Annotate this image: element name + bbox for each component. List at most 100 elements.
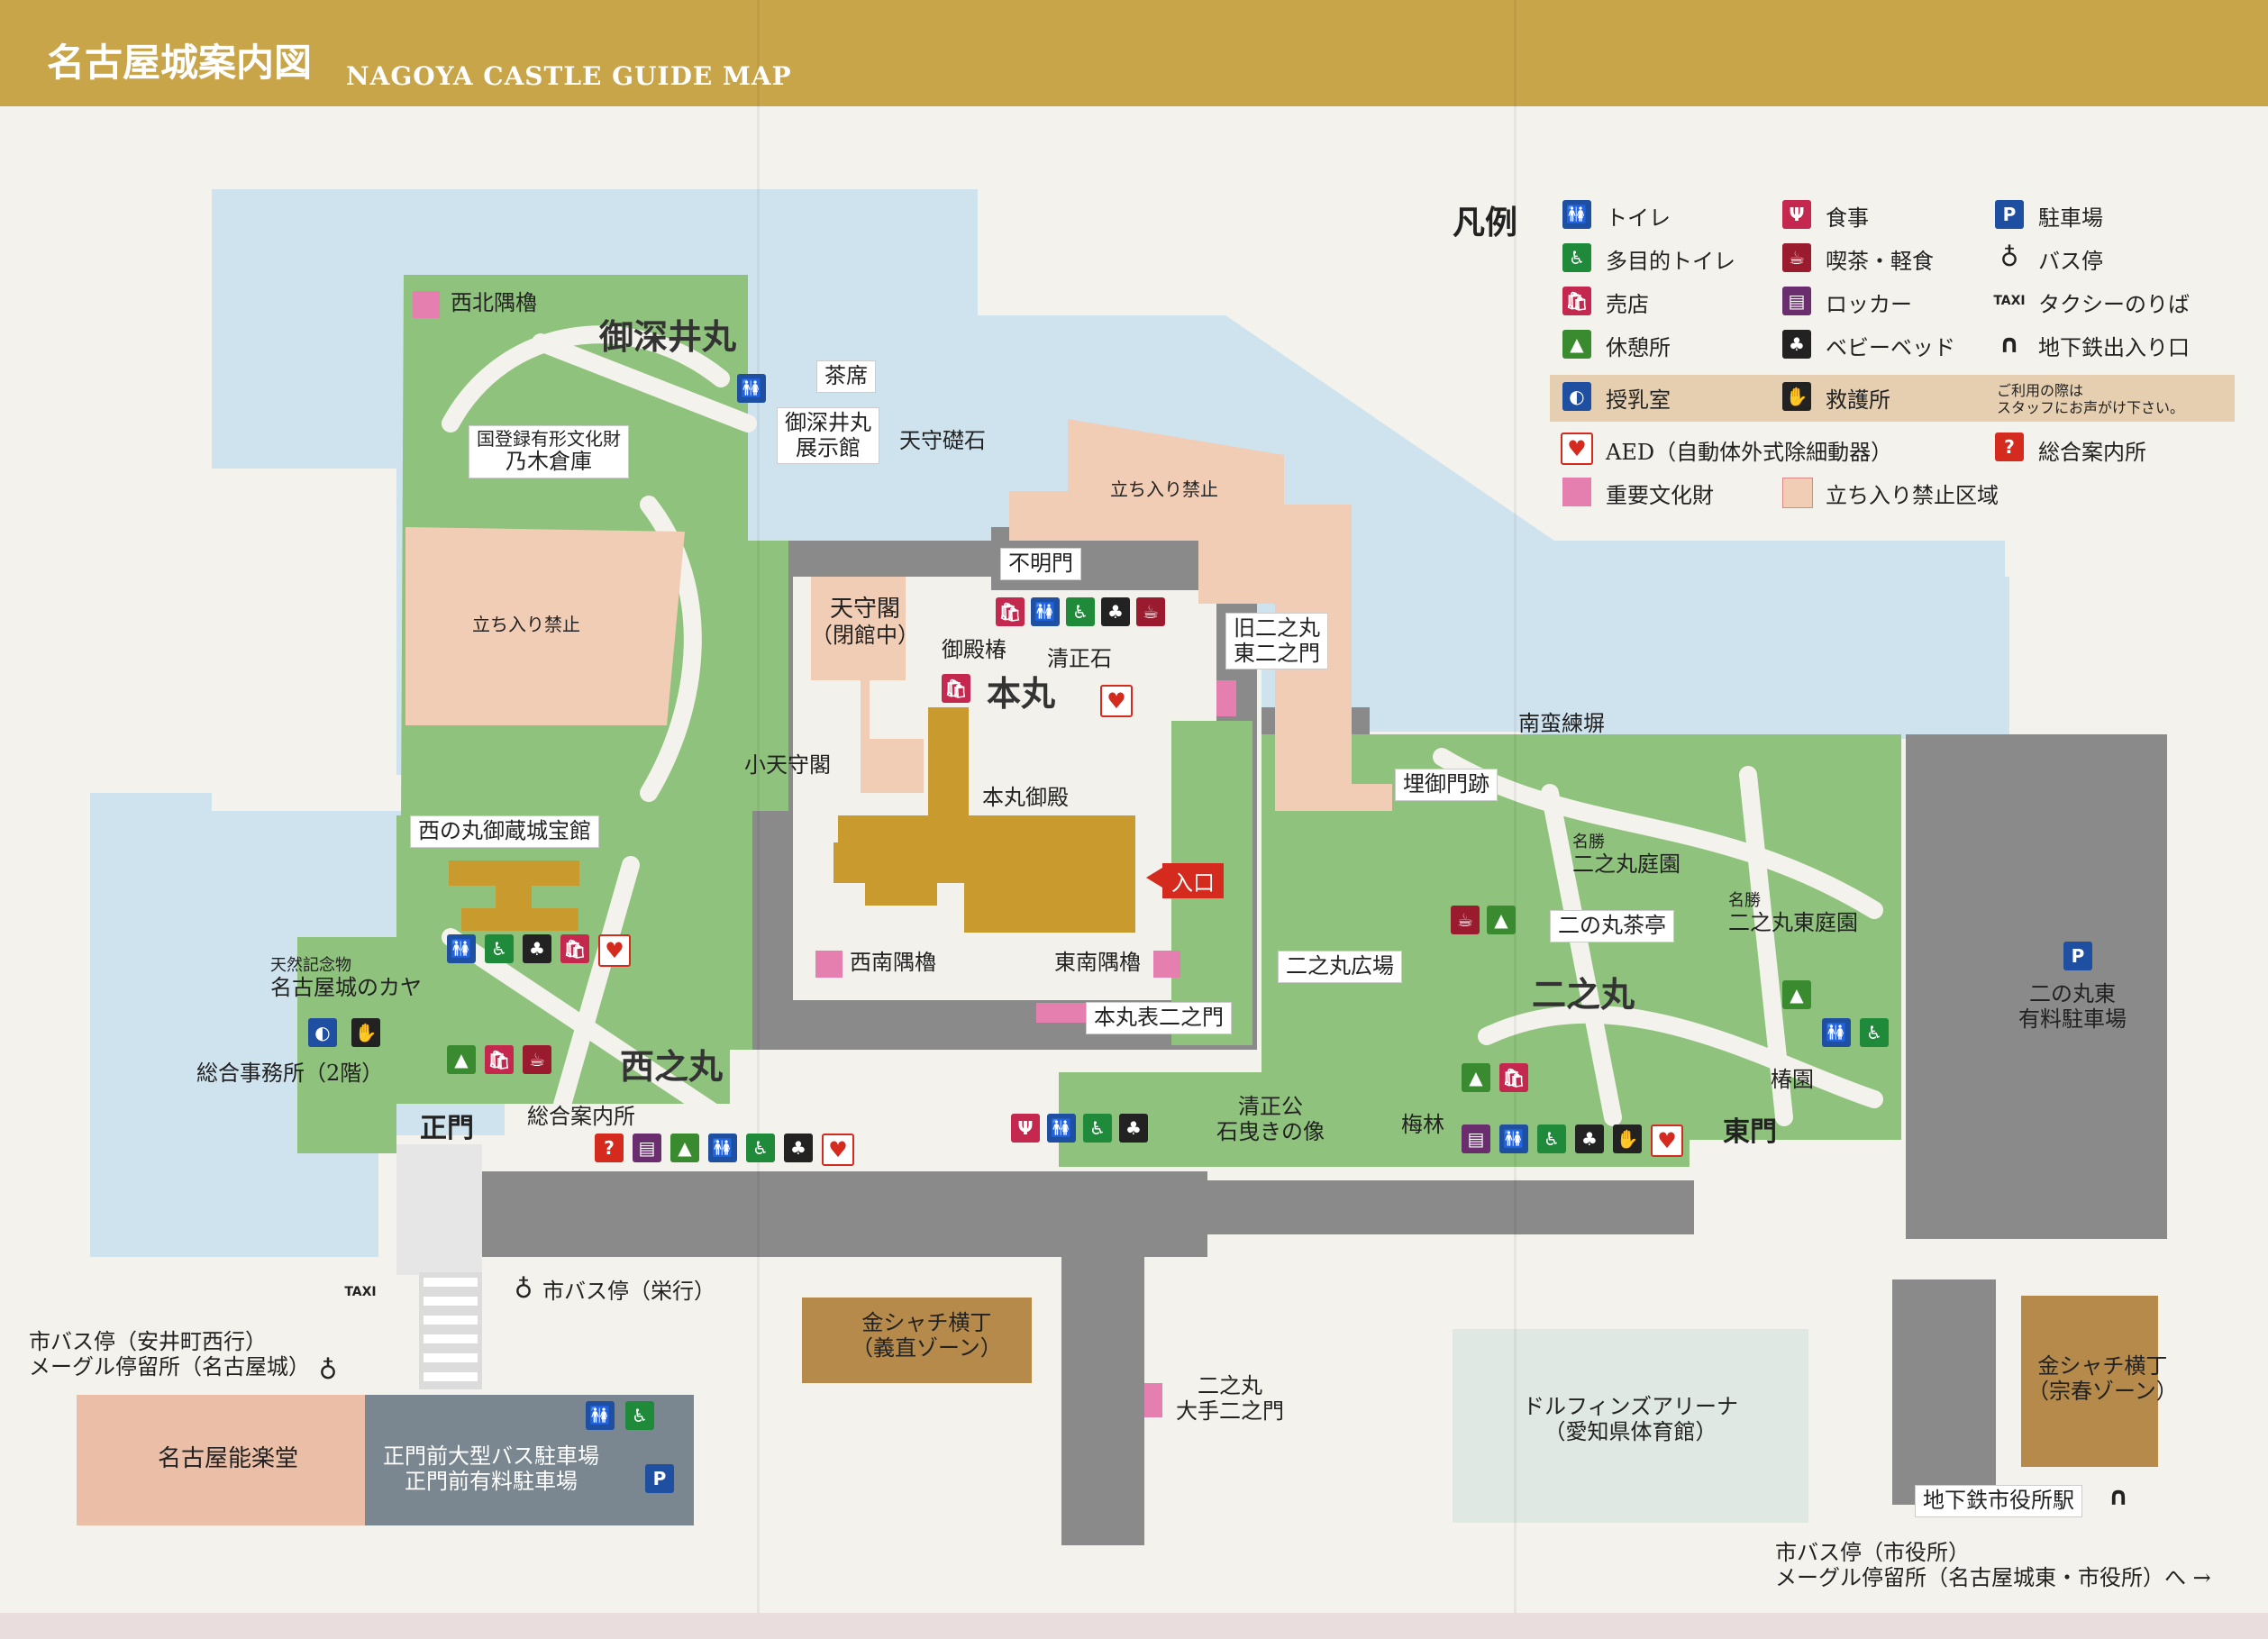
honmaru-palace bbox=[833, 707, 1135, 933]
label-honmaru-omote-ninomon: 本丸表二之門 bbox=[1086, 1002, 1232, 1034]
cup-icon: ☕ bbox=[1136, 597, 1165, 626]
label-line: 金シャチ横丁 bbox=[2037, 1353, 2168, 1379]
legend-taxi: タクシーのりば bbox=[2038, 292, 2190, 317]
label-ninomaru-east-parking: 二の丸東 有料駐車場 bbox=[2018, 981, 2127, 1032]
cup-icon: ☕ bbox=[523, 1045, 551, 1074]
label-line: 旧二之丸 bbox=[1234, 615, 1320, 641]
museum-top bbox=[449, 860, 579, 886]
wheelchair-icon: ♿ bbox=[1537, 1125, 1566, 1153]
legend-cultural: 重要文化財 bbox=[1606, 483, 1714, 508]
heart-icon: ♥ bbox=[1651, 1125, 1683, 1157]
baby-bed-icon: ♣ bbox=[1782, 330, 1811, 359]
shopping-bag-icon: 🛍 bbox=[1499, 1063, 1528, 1092]
path-nino-4 bbox=[1739, 766, 1793, 1126]
block-seimon bbox=[396, 1144, 482, 1275]
baby-bed-icon: ♣ bbox=[1101, 597, 1130, 626]
toilet-icon: 🚻 bbox=[447, 934, 476, 963]
moat-east-strip bbox=[1523, 577, 2009, 739]
label-kotenshu: 小天守閣 bbox=[744, 752, 831, 778]
baby-bottle-icon: ◐ bbox=[1562, 382, 1591, 411]
palace-east bbox=[964, 847, 1135, 933]
parking-icon: P bbox=[2063, 942, 2092, 970]
ote-road bbox=[1061, 1257, 1144, 1545]
locker-icon: ▤ bbox=[633, 1134, 661, 1162]
fold-line bbox=[1514, 0, 1517, 1613]
label-restricted-2: 立ち入り禁止 bbox=[1110, 478, 1218, 500]
crosswalk-stripe bbox=[424, 1316, 478, 1325]
label-nogi-souko: 国登録有形文化財 乃木倉庫 bbox=[469, 425, 629, 478]
locker-icon: ▤ bbox=[1462, 1125, 1490, 1153]
label-line: 二之丸庭園 bbox=[1572, 851, 1681, 877]
label-uzumi-gomon: 埋御門跡 bbox=[1395, 769, 1498, 801]
heart-icon: ♥ bbox=[1100, 685, 1133, 717]
parking-icon: P bbox=[645, 1464, 674, 1493]
label-seihoku-sumiyagura: 西北隅櫓 bbox=[451, 290, 537, 315]
restricted-north bbox=[1009, 419, 1392, 811]
label-line: 清正公 bbox=[1238, 1094, 1303, 1119]
taxi-icon: TAXI bbox=[1993, 294, 2026, 308]
legend-title: 凡例 bbox=[1453, 204, 1518, 241]
label-line: メーグル停留所（名古屋城東・市役所）へ → bbox=[1775, 1564, 2211, 1590]
legend-food: 食事 bbox=[1826, 205, 1869, 231]
label-line: （閉館中） bbox=[811, 622, 919, 648]
label-line: 正門前大型バス駐車場 bbox=[383, 1443, 599, 1469]
label-kinshachi-sosun: 金シャチ横丁 （宗春ゾーン） bbox=[2027, 1353, 2178, 1404]
cultural-swatch bbox=[1562, 478, 1591, 506]
marker-omote bbox=[1036, 1003, 1086, 1023]
wheelchair-icon: ♿ bbox=[1860, 1018, 1889, 1047]
locker-icon: ▤ bbox=[1782, 287, 1811, 315]
legend-cafe: 喫茶・軽食 bbox=[1826, 249, 1934, 274]
fold-line bbox=[757, 0, 760, 1613]
label-seimon-parking: 正門前大型バス駐車場 正門前有料駐車場 bbox=[383, 1443, 599, 1494]
wheelchair-icon: ♿ bbox=[1083, 1114, 1112, 1143]
label-ninomaru-chatei: 二の丸茶亭 bbox=[1550, 910, 1674, 942]
baby-bed-icon: ♣ bbox=[1119, 1114, 1148, 1143]
label-kiyomasa-statue: 清正公 石曳きの像 bbox=[1216, 1094, 1325, 1144]
label-ninomaru-hiroba: 二之丸広場 bbox=[1278, 951, 1402, 983]
crosswalk-band bbox=[419, 1272, 482, 1389]
shopping-bag-icon: 🛍 bbox=[996, 597, 1025, 626]
label-ninomaru-ote: 二之丸 大手二之門 bbox=[1176, 1373, 1284, 1424]
marker-kyu bbox=[1216, 680, 1236, 716]
baby-bed-icon: ♣ bbox=[1575, 1125, 1604, 1153]
shopping-bag-icon: 🛍 bbox=[485, 1045, 514, 1074]
subway-icon: ∩ bbox=[1999, 329, 2020, 359]
label-line: （愛知県体育館） bbox=[1544, 1418, 1717, 1444]
label-line: 大手二之門 bbox=[1176, 1398, 1284, 1424]
cup-icon: ☕ bbox=[1782, 243, 1811, 272]
palace-west-wing bbox=[865, 879, 937, 906]
label-ninomaru-garden: 名勝 二之丸庭園 bbox=[1572, 833, 1681, 877]
baby-bed-icon: ♣ bbox=[784, 1134, 813, 1162]
marker-ote bbox=[1144, 1383, 1162, 1417]
label-line: 有料駐車場 bbox=[2018, 1006, 2127, 1032]
toilet-icon: 🚻 bbox=[708, 1134, 737, 1162]
entrance-arrow-icon bbox=[1146, 868, 1162, 888]
label-line: 二之丸 bbox=[1198, 1373, 1262, 1398]
south-road bbox=[469, 1171, 1207, 1257]
label-tenshukaku: 天守閣 （閉館中） bbox=[811, 596, 919, 648]
fork-knife-icon: Ψ bbox=[1011, 1114, 1040, 1143]
label-restricted-1: 立ち入り禁止 bbox=[472, 614, 580, 635]
wheelchair-icon: ♿ bbox=[1562, 243, 1591, 272]
label-kiyomasa-ishi: 清正石 bbox=[1047, 646, 1112, 671]
crosswalk-stripe bbox=[424, 1372, 478, 1381]
label-honmaru-goten: 本丸御殿 bbox=[982, 785, 1069, 810]
shopping-bag-icon: 🛍 bbox=[560, 934, 589, 963]
legend-parking: 駐車場 bbox=[2038, 205, 2103, 231]
label-kyu-ninomaru: 旧二之丸 東二之門 bbox=[1225, 613, 1328, 670]
marker-seihoku bbox=[413, 291, 440, 318]
cup-icon: ☕ bbox=[1451, 906, 1480, 934]
marker-tonan bbox=[1153, 951, 1180, 978]
fork-knife-icon: Ψ bbox=[1782, 200, 1811, 229]
label-nogaku: 名古屋能楽堂 bbox=[158, 1445, 299, 1472]
bus-stop-icon: ♁ bbox=[318, 1355, 338, 1385]
subway-icon: ∩ bbox=[2108, 1481, 2129, 1511]
restricted-areas bbox=[405, 419, 1392, 811]
area-ofukei: 御深井丸 bbox=[599, 316, 737, 357]
crosswalk-stripe bbox=[424, 1334, 478, 1343]
label-line: 正門前有料駐車場 bbox=[405, 1468, 578, 1494]
block-kinshachi-east bbox=[2021, 1296, 2158, 1467]
garden-paths bbox=[442, 325, 1883, 1126]
label-seinan-sumiyagura: 西南隅櫓 bbox=[850, 950, 936, 975]
